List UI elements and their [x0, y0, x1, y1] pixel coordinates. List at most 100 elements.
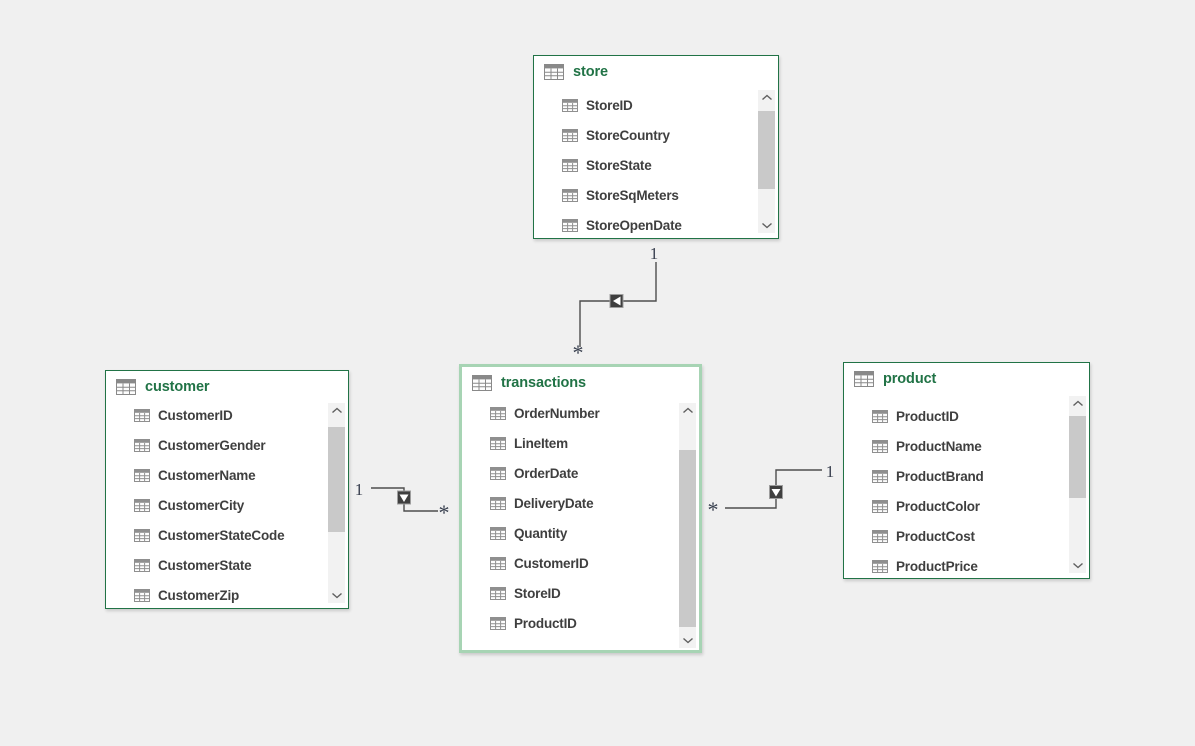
field-row[interactable]: StoreCountry — [534, 120, 754, 150]
scroll-down-button[interactable] — [679, 633, 696, 648]
column-icon — [490, 617, 506, 630]
column-icon — [134, 559, 150, 572]
field-row[interactable]: CustomerZip — [106, 580, 324, 610]
cardinality-many-label: * — [708, 497, 719, 522]
scroll-up-button[interactable] — [1069, 396, 1086, 411]
column-icon — [490, 527, 506, 540]
field-label: StoreID — [586, 97, 633, 113]
cardinality-many-label: * — [439, 500, 450, 525]
column-icon — [872, 470, 888, 483]
table-card-transactions[interactable]: transactions OrderNumber LineItem OrderD… — [459, 364, 702, 653]
field-label: CustomerGender — [158, 437, 266, 453]
field-row[interactable]: StoreSqMeters — [534, 180, 754, 210]
column-icon — [872, 560, 888, 573]
field-row[interactable]: StoreOpenDate — [534, 210, 754, 240]
field-list: StoreID StoreCountry StoreState StoreSqM… — [534, 90, 754, 240]
column-icon — [134, 499, 150, 512]
scroll-track[interactable] — [679, 418, 696, 633]
column-icon — [490, 557, 506, 570]
scroll-track[interactable] — [328, 418, 345, 588]
scroll-up-button[interactable] — [758, 90, 775, 105]
field-row[interactable]: ProductID — [844, 401, 1065, 431]
column-icon — [134, 589, 150, 602]
scrollbar[interactable] — [679, 403, 696, 648]
field-row[interactable]: ProductPrice — [844, 551, 1065, 581]
table-card-product[interactable]: product ProductID ProductName ProductBra… — [843, 362, 1090, 579]
field-label: StoreOpenDate — [586, 217, 682, 233]
field-row[interactable]: ProductColor — [844, 491, 1065, 521]
field-row[interactable]: OrderDate — [462, 458, 675, 488]
field-label: Quantity — [514, 525, 568, 541]
field-label: ProductBrand — [896, 468, 984, 484]
field-row[interactable]: CustomerStateCode — [106, 520, 324, 550]
table-name: product — [883, 371, 937, 387]
field-label: OrderDate — [514, 465, 579, 481]
table-name: store — [573, 64, 608, 80]
field-row[interactable]: CustomerID — [462, 548, 675, 578]
relationship-store-transactions[interactable]: 1 * — [573, 244, 659, 365]
field-list: OrderNumber LineItem OrderDate DeliveryD… — [462, 398, 675, 638]
scroll-thumb[interactable] — [758, 111, 775, 189]
field-label: CustomerState — [158, 557, 252, 573]
scroll-up-button[interactable] — [328, 403, 345, 418]
field-row[interactable]: DeliveryDate — [462, 488, 675, 518]
scroll-thumb[interactable] — [679, 450, 696, 627]
field-label: OrderNumber — [514, 405, 600, 421]
field-row[interactable]: StoreID — [534, 90, 754, 120]
relationship-product-transactions[interactable]: 1 * — [708, 462, 835, 522]
field-row[interactable]: CustomerID — [106, 400, 324, 430]
scroll-thumb[interactable] — [1069, 416, 1086, 498]
field-row[interactable]: CustomerName — [106, 460, 324, 490]
column-icon — [134, 409, 150, 422]
scroll-down-button[interactable] — [1069, 558, 1086, 573]
field-label: StoreCountry — [586, 127, 670, 143]
chevron-up-icon — [1072, 400, 1084, 407]
field-row[interactable]: CustomerCity — [106, 490, 324, 520]
field-row[interactable]: ProductName — [844, 431, 1065, 461]
chevron-up-icon — [682, 407, 694, 414]
relationship-customer-transactions[interactable]: 1 * — [355, 480, 450, 525]
column-icon — [490, 407, 506, 420]
table-title[interactable]: product — [844, 363, 1089, 387]
scroll-down-button[interactable] — [758, 218, 775, 233]
chevron-down-icon — [331, 592, 343, 599]
cardinality-one-label: 1 — [355, 480, 364, 499]
field-row[interactable]: LineItem — [462, 428, 675, 458]
scroll-down-button[interactable] — [328, 588, 345, 603]
column-icon — [134, 469, 150, 482]
scroll-thumb[interactable] — [328, 427, 345, 532]
cardinality-one-label: 1 — [650, 244, 659, 263]
field-list: CustomerID CustomerGender CustomerName C… — [106, 400, 324, 610]
field-row[interactable]: StoreID — [462, 578, 675, 608]
field-row[interactable]: CustomerGender — [106, 430, 324, 460]
column-icon — [562, 159, 578, 172]
table-title[interactable]: transactions — [462, 367, 699, 391]
scroll-up-button[interactable] — [679, 403, 696, 418]
field-label: ProductID — [514, 615, 577, 631]
field-list: ProductID ProductName ProductBrand Produ… — [844, 401, 1065, 581]
field-row[interactable]: OrderNumber — [462, 398, 675, 428]
column-icon — [562, 99, 578, 112]
table-title[interactable]: customer — [106, 371, 348, 395]
scroll-track[interactable] — [758, 105, 775, 218]
field-row[interactable]: CustomerState — [106, 550, 324, 580]
chevron-up-icon — [331, 407, 343, 414]
field-label: CustomerZip — [158, 587, 240, 603]
field-label: CustomerName — [158, 467, 256, 483]
scrollbar[interactable] — [1069, 396, 1086, 573]
field-label: DeliveryDate — [514, 495, 594, 511]
scrollbar[interactable] — [328, 403, 345, 603]
table-icon — [472, 375, 492, 391]
scrollbar[interactable] — [758, 90, 775, 233]
field-row[interactable]: StoreState — [534, 150, 754, 180]
field-row[interactable]: Quantity — [462, 518, 675, 548]
field-row[interactable]: ProductID — [462, 608, 675, 638]
table-title[interactable]: store — [534, 56, 778, 80]
table-card-store[interactable]: store StoreID StoreCountry StoreState St… — [533, 55, 779, 239]
column-icon — [872, 440, 888, 453]
table-card-customer[interactable]: customer CustomerID CustomerGender Custo… — [105, 370, 349, 609]
field-row[interactable]: ProductBrand — [844, 461, 1065, 491]
field-row[interactable]: ProductCost — [844, 521, 1065, 551]
scroll-track[interactable] — [1069, 411, 1086, 558]
